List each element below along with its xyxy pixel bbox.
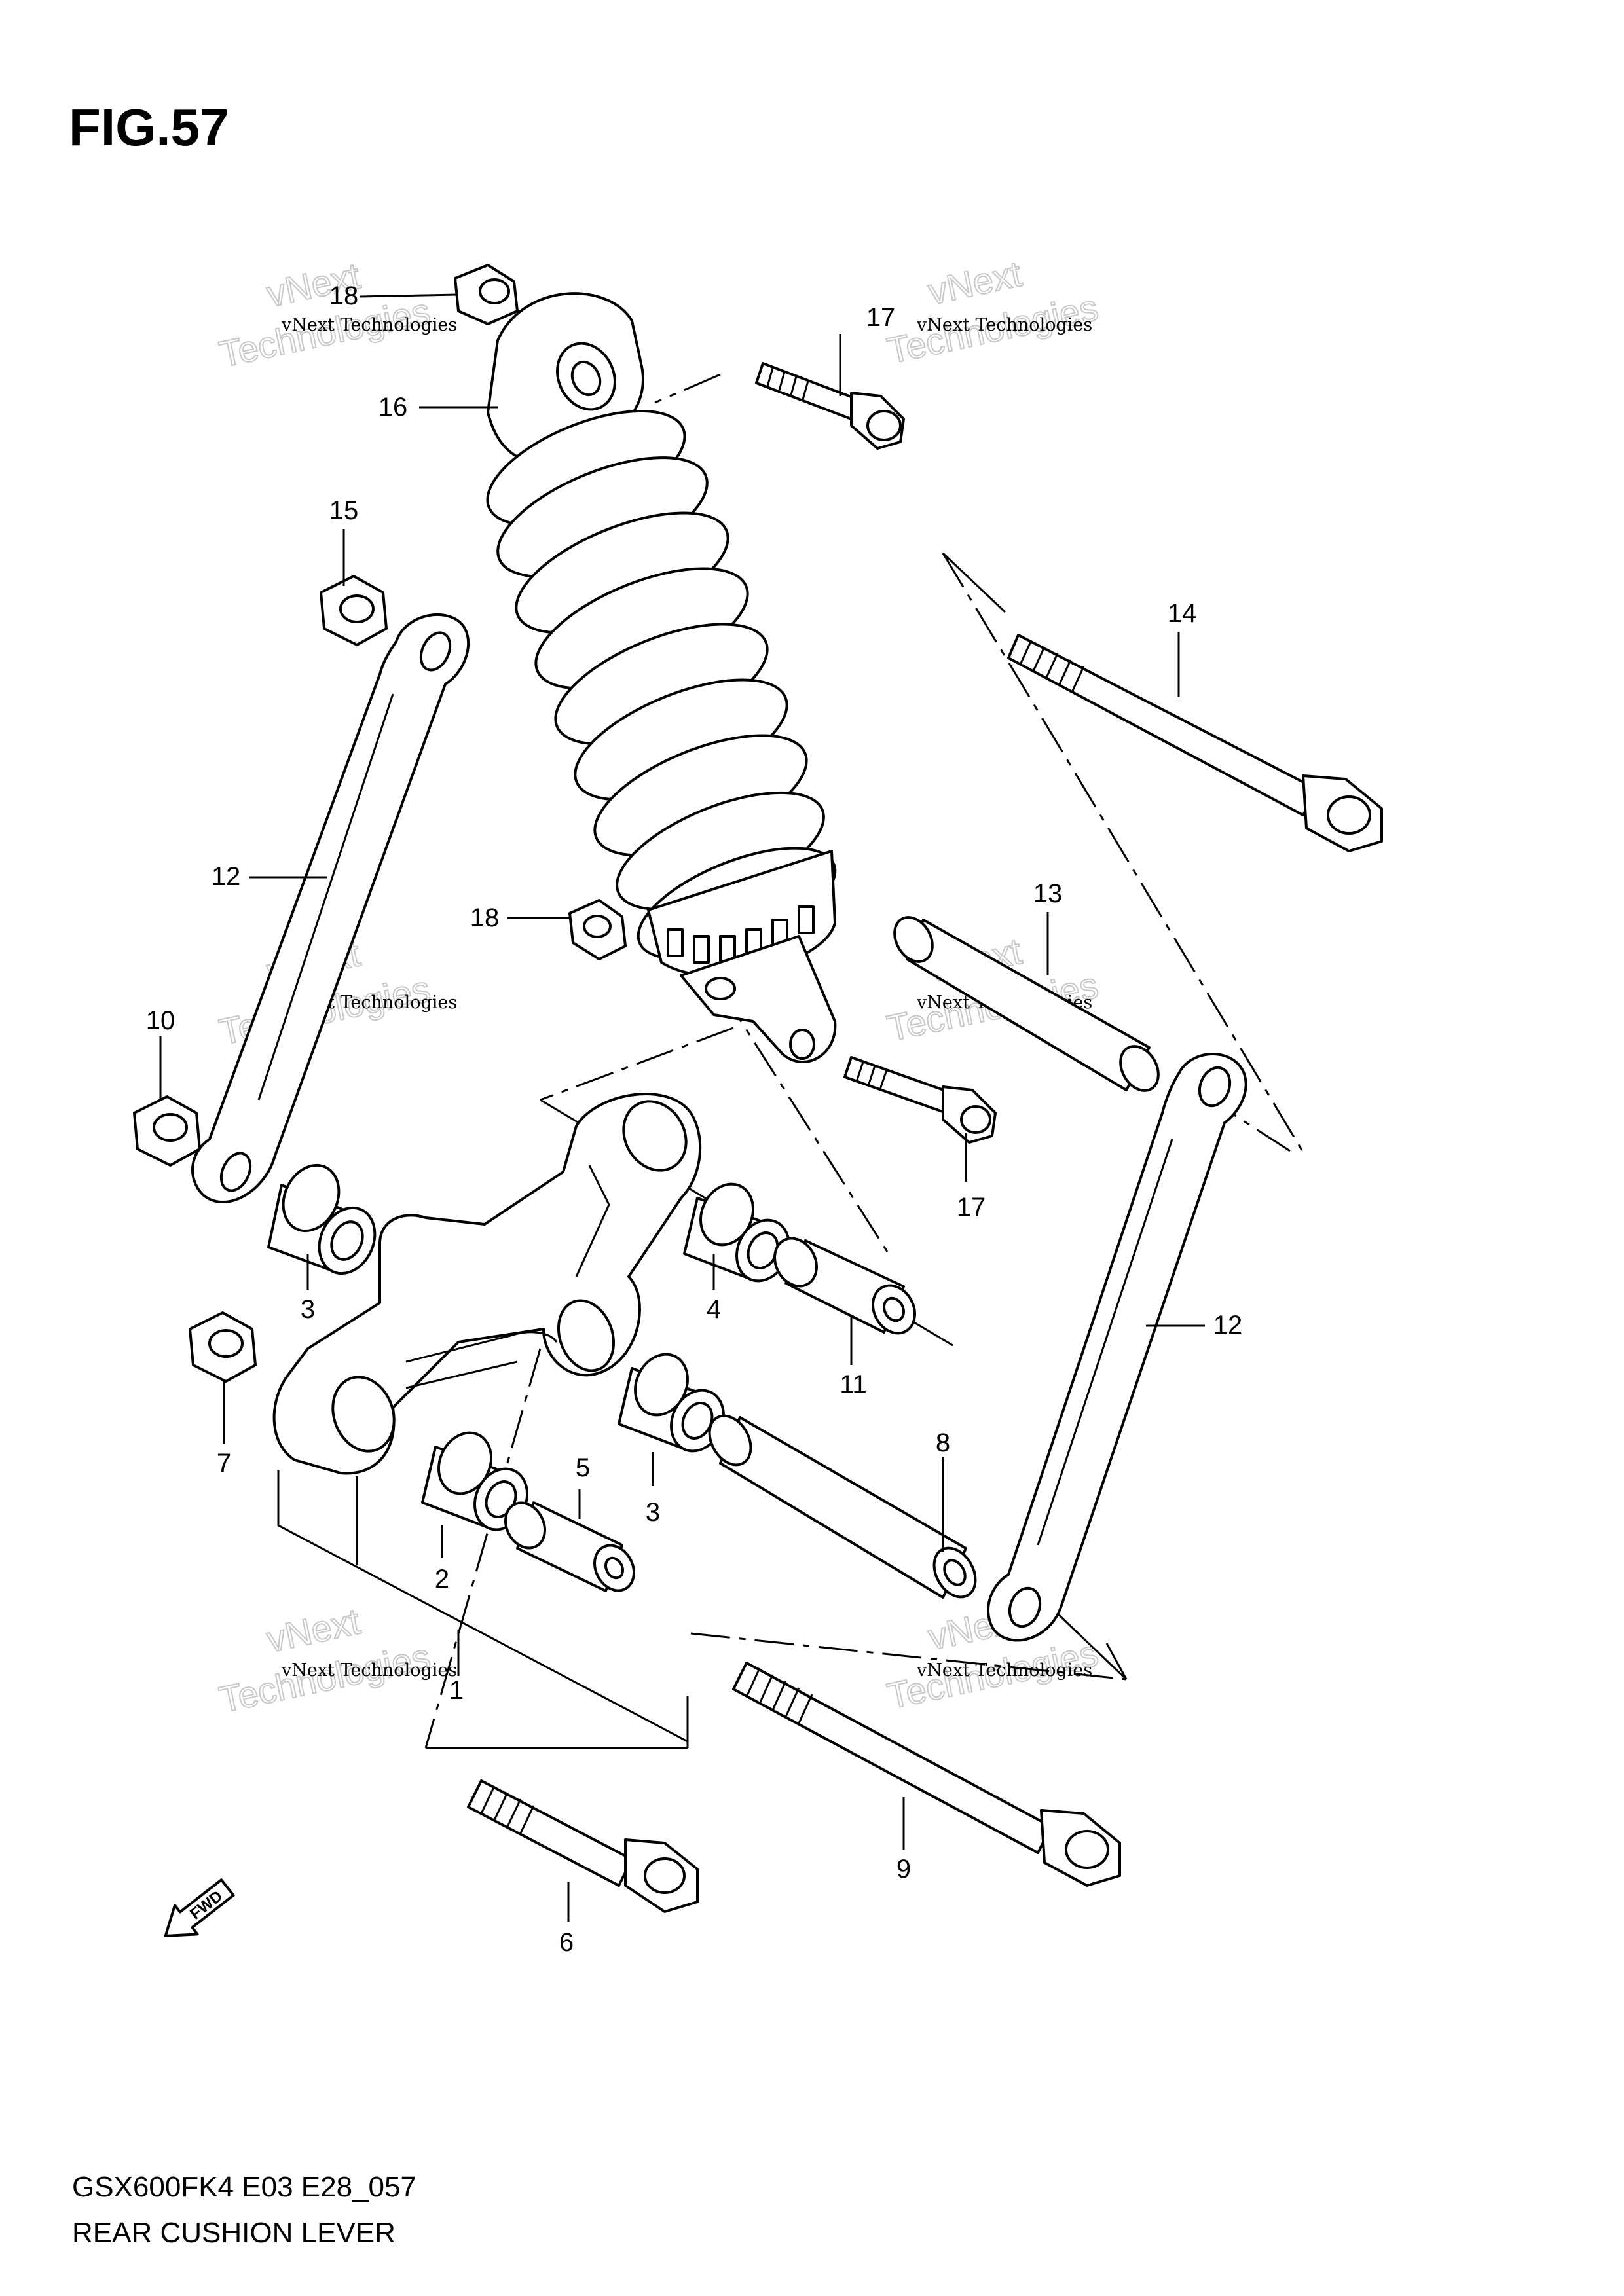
bolt-6	[467, 1779, 699, 1913]
tie-rod-12-left	[191, 613, 470, 1203]
callout-13: 13	[1033, 879, 1063, 908]
watermark: Technologies vNext vNext Technologies	[215, 1599, 457, 1721]
body-slots	[667, 905, 815, 964]
callout-4: 4	[707, 1295, 721, 1324]
callout-7: 7	[217, 1449, 231, 1478]
callout-3: 3	[646, 1498, 660, 1527]
figure-title: FIG.57	[69, 98, 229, 156]
spacer-13	[893, 916, 1160, 1092]
callout-16: 16	[378, 393, 408, 422]
callout-12: 12	[212, 862, 241, 891]
callout-6: 6	[559, 1928, 574, 1957]
svg-text:vNext Technologies: vNext Technologies	[916, 315, 1092, 335]
watermark: Technologies vNext vNext Technologies	[883, 252, 1102, 372]
nut-10	[133, 1095, 201, 1167]
cushion-lever	[272, 1093, 702, 1475]
callout-3: 3	[301, 1295, 315, 1324]
collar-5	[504, 1501, 635, 1592]
callout-18: 18	[329, 282, 359, 310]
callout-18: 18	[470, 903, 500, 932]
svg-text:vNext Technologies: vNext Technologies	[281, 1660, 457, 1681]
svg-text:vNext Technologies: vNext Technologies	[281, 315, 457, 335]
tie-rod-12-right	[987, 1053, 1247, 1642]
nut-18-upper	[454, 264, 519, 325]
nut-18-mid	[568, 899, 627, 960]
callout-8: 8	[936, 1429, 950, 1457]
nut-7	[189, 1311, 257, 1383]
callout-17: 17	[957, 1193, 986, 1222]
figure-caption: REAR CUSHION LEVER	[72, 2217, 396, 2249]
bushing-4	[683, 1182, 790, 1283]
bolt-17-upper	[755, 362, 905, 450]
callout-15: 15	[329, 496, 359, 525]
bolt-14	[1007, 634, 1383, 852]
callout-14: 14	[1168, 599, 1197, 628]
shock-absorber	[486, 292, 837, 1063]
callout-17: 17	[866, 303, 896, 332]
callout-2: 2	[435, 1565, 449, 1594]
svg-text:vNext: vNext	[263, 1600, 364, 1660]
model-code: GSX600FK4 E03 E28_057	[72, 2171, 416, 2203]
collar-11	[773, 1237, 916, 1335]
callout-12: 12	[1213, 1311, 1243, 1339]
bolt-9	[732, 1662, 1121, 1887]
callout-9: 9	[896, 1855, 911, 1884]
bushing-3-upper	[267, 1163, 377, 1275]
watermark: Technologies vNext vNext Technologies	[215, 254, 457, 376]
callout-10: 10	[146, 1006, 175, 1035]
callout-5: 5	[576, 1453, 590, 1482]
callout-1: 1	[449, 1676, 464, 1705]
svg-text:vNext Technologies: vNext Technologies	[916, 1660, 1092, 1681]
svg-text:vNext: vNext	[925, 253, 1025, 312]
leader-lines	[159, 293, 1205, 1922]
callouts: 18 17 16 15 14 12 13 18 10 17 3 4 11 12 …	[146, 282, 1243, 1957]
nut-15	[320, 575, 388, 646]
bolt-17-lower	[843, 1056, 997, 1144]
spacer-8	[708, 1414, 977, 1599]
callout-11: 11	[840, 1370, 867, 1399]
fwd-arrow: FWD	[164, 1878, 235, 1937]
